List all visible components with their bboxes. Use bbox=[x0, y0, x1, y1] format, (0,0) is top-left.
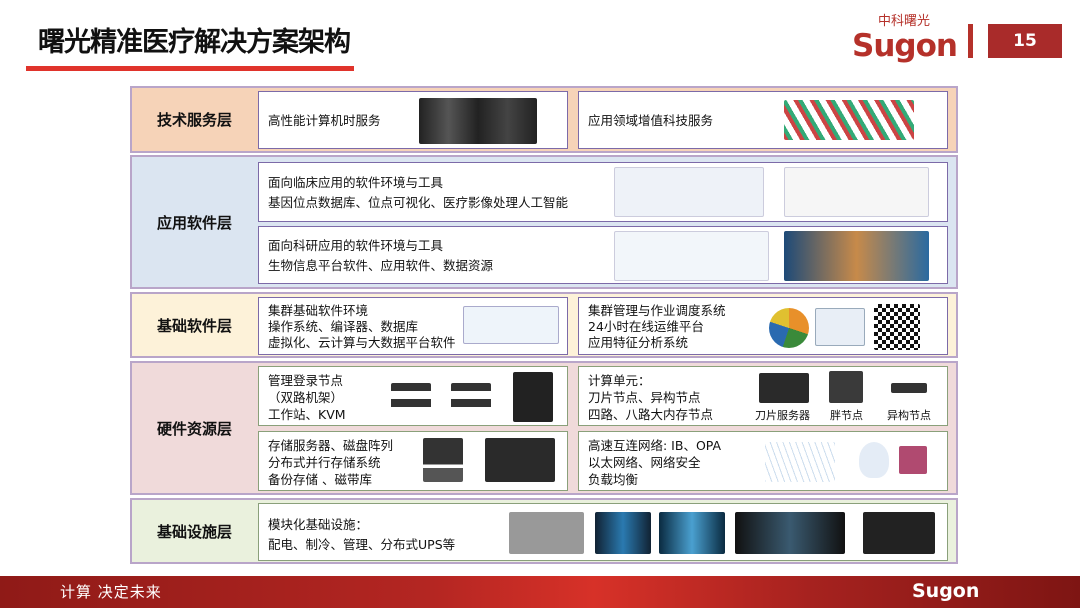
box-text: 分布式并行存储系统 bbox=[268, 455, 381, 470]
box-text: 管理登录节点 bbox=[268, 373, 344, 388]
footer-slogan: 计算 决定未来 bbox=[60, 583, 162, 601]
box-compute-units: 计算单元： 刀片节点、异构节点 四路、八路大内存节点 刀片服务器 胖节点 异构节… bbox=[578, 366, 948, 426]
footer-bar bbox=[0, 576, 1080, 608]
disk-array-image bbox=[485, 438, 555, 482]
box-storage: 存储服务器、磁盘阵列 分布式并行存储系统 备份存储 、磁带库 bbox=[258, 431, 568, 491]
logo-sugon: Sugon bbox=[852, 28, 958, 64]
box-text: 配电、制冷、管理、分布式UPS等 bbox=[268, 537, 456, 552]
layer-app-software: 应用软件层 面向临床应用的软件环境与工具 基因位点数据库、位点可视化、医疗影像处… bbox=[130, 155, 958, 289]
caption-blade-server: 刀片服务器 bbox=[755, 409, 810, 422]
dna-image bbox=[784, 100, 914, 140]
logo-chinese: 中科曙光 bbox=[878, 14, 931, 29]
box-clinical: 面向临床应用的软件环境与工具 基因位点数据库、位点可视化、医疗影像处理人工智能 bbox=[258, 162, 948, 222]
research-portal-screenshot bbox=[614, 231, 769, 281]
layer-label: 基础设施层 bbox=[156, 522, 232, 541]
caption-heterogeneous-node: 异构节点 bbox=[887, 409, 931, 422]
server-rack-image bbox=[419, 98, 537, 144]
dna-data-image bbox=[784, 231, 929, 281]
box-text: 以太网络、网络安全 bbox=[588, 455, 701, 470]
box-text: 应用特征分析系统 bbox=[588, 335, 689, 350]
layer-base-software: 基础软件层 集群基础软件环境 操作系统、编译器、数据库 虚拟化、云计算与大数据平… bbox=[130, 292, 958, 358]
box-text: 工作站、KVM bbox=[268, 407, 346, 422]
box-text: 面向临床应用的软件环境与工具 bbox=[268, 175, 444, 190]
storage-server-image bbox=[423, 438, 463, 482]
rack-server-image bbox=[451, 383, 491, 411]
page-number: 15 bbox=[988, 24, 1062, 58]
box-research: 面向科研应用的软件环境与工具 生物信息平台软件、应用软件、数据资源 bbox=[258, 226, 948, 284]
box-text: 备份存储 、磁带库 bbox=[268, 472, 372, 487]
box-management-nodes: 管理登录节点 （双路机架） 工作站、KVM bbox=[258, 366, 568, 426]
layer-infrastructure: 基础设施层 模块化基础设施： 配电、制冷、管理、分布式UPS等 bbox=[130, 498, 958, 564]
layer-label: 基础软件层 bbox=[156, 316, 232, 335]
footer-logo: Sugon bbox=[912, 580, 980, 602]
genome-viewer-screenshot bbox=[784, 167, 929, 217]
ups-module-image bbox=[863, 512, 935, 554]
box-text: 集群基础软件环境 bbox=[268, 303, 369, 318]
box-text: 刀片节点、异构节点 bbox=[588, 390, 701, 405]
workflow-diagram bbox=[815, 308, 865, 346]
box-text: 集群管理与作业调度系统 bbox=[588, 303, 726, 318]
box-text: 基因位点数据库、位点可视化、医疗影像处理人工智能 bbox=[268, 195, 569, 210]
box-cluster-management: 集群管理与作业调度系统 24小时在线运维平台 应用特征分析系统 bbox=[578, 297, 948, 355]
title-underline bbox=[26, 66, 354, 71]
box-text: 操作系统、编译器、数据库 bbox=[268, 319, 419, 334]
fat-node-image bbox=[829, 371, 863, 403]
box-text: 四路、八路大内存节点 bbox=[588, 407, 714, 422]
logo-divider bbox=[968, 24, 973, 58]
software-flow-diagram bbox=[463, 306, 559, 344]
cluster-cube-icon bbox=[899, 446, 927, 474]
layer-label: 应用软件层 bbox=[156, 213, 232, 232]
pie-chart-image bbox=[769, 308, 809, 348]
datacenter-image bbox=[595, 512, 651, 554]
network-security-icon bbox=[859, 442, 889, 478]
server-room-image bbox=[735, 512, 845, 554]
layer-label: 技术服务层 bbox=[156, 111, 232, 129]
page-title: 曙光精准医疗解决方案架构 bbox=[38, 27, 351, 58]
box-text: 模块化基础设施： bbox=[268, 517, 369, 532]
layer-hardware: 硬件资源层 管理登录节点 （双路机架） 工作站、KVM 计算单元： 刀片节点、异… bbox=[130, 361, 958, 495]
box-value-added-service: 应用领域增值科技服务 bbox=[578, 91, 948, 149]
box-text: 高速互连网络: IB、OPA bbox=[588, 438, 722, 453]
caption-fat-node: 胖节点 bbox=[830, 409, 863, 422]
qr-code-icon bbox=[874, 304, 920, 350]
box-text: （双路机架） bbox=[268, 390, 344, 405]
datacenter-image bbox=[659, 512, 725, 554]
box-text: 高性能计算机时服务 bbox=[268, 113, 381, 128]
box-cluster-software: 集群基础软件环境 操作系统、编译器、数据库 虚拟化、云计算与大数据平台软件 bbox=[258, 297, 568, 355]
layer-label: 硬件资源层 bbox=[156, 419, 232, 438]
box-text: 虚拟化、云计算与大数据平台软件 bbox=[268, 335, 456, 350]
workstation-image bbox=[513, 372, 553, 422]
blade-server-image bbox=[759, 373, 809, 403]
box-text: 应用领域增值科技服务 bbox=[588, 113, 714, 128]
layer-tech-service: 技术服务层 高性能计算机时服务 应用领域增值科技服务 bbox=[130, 86, 958, 153]
box-text: 面向科研应用的软件环境与工具 bbox=[268, 238, 444, 253]
clinical-software-screenshot bbox=[614, 167, 764, 217]
cooling-module-image bbox=[509, 512, 584, 554]
heterogeneous-node-image bbox=[891, 383, 927, 393]
box-text: 负载均衡 bbox=[588, 472, 639, 487]
box-text: 存储服务器、磁盘阵列 bbox=[268, 438, 394, 453]
box-modular-infrastructure: 模块化基础设施： 配电、制冷、管理、分布式UPS等 bbox=[258, 503, 948, 561]
box-network: 高速互连网络: IB、OPA 以太网络、网络安全 负载均衡 bbox=[578, 431, 948, 491]
box-hpc-service: 高性能计算机时服务 bbox=[258, 91, 568, 149]
box-text: 24小时在线运维平台 bbox=[588, 319, 704, 334]
rack-server-image bbox=[391, 383, 431, 411]
network-topology-diagram bbox=[765, 442, 835, 482]
box-text: 生物信息平台软件、应用软件、数据资源 bbox=[268, 258, 494, 273]
box-text: 计算单元： bbox=[588, 373, 651, 388]
